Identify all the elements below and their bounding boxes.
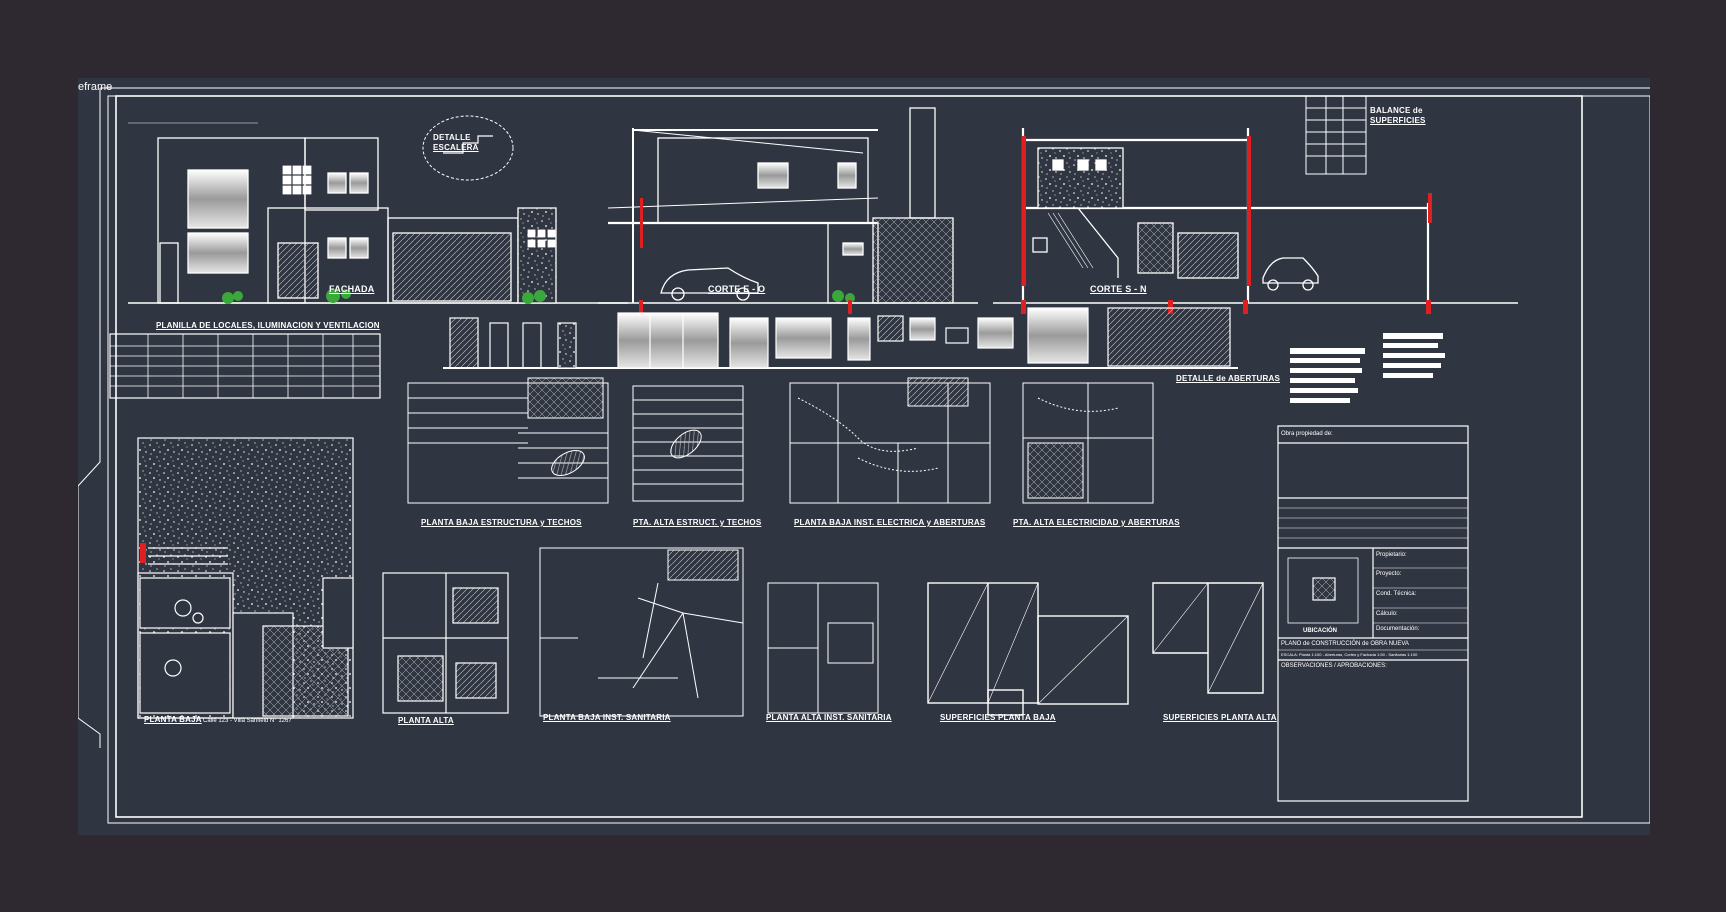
label-sup-pb: SUPERFICIES PLANTA BAJA <box>940 713 1056 722</box>
tb-observaciones: OBSERVACIONES / APROBACIONES: <box>1281 663 1387 669</box>
corte-eo-section <box>598 107 978 304</box>
frame-tag: eframe <box>78 81 113 93</box>
label-pb-sanitaria: PLANTA BAJA INST. SANITARIA <box>543 713 671 722</box>
label-detalle-escalera-1: DETALLE <box>433 133 471 142</box>
tb-cond-tecnica: Cond. Técnica: <box>1376 591 1417 597</box>
pa-sanitaria-plan <box>767 582 879 714</box>
label-pb-electrica: PLANTA BAJA INST. ELECTRICA y ABERTURAS <box>794 518 986 527</box>
label-corte-eo: CORTE E - O <box>708 284 766 294</box>
label-balance-2: SUPERFICIES <box>1370 116 1426 125</box>
tb-proyecto: Proyecto: <box>1376 571 1402 577</box>
label-detalle-aberturas: DETALLE de ABERTURAS <box>1176 374 1280 383</box>
label-pa-sanitaria: PLANTA ALTA INST. SANITARIA <box>766 713 892 722</box>
label-pa-estructura: PTA. ALTA ESTRUCT. y TECHOS <box>633 518 762 527</box>
fachada-elevation <box>128 122 628 304</box>
label-direccion: Calle 123 - Villa Sanfield N° 1267 <box>203 718 292 724</box>
label-sup-pa: SUPERFICIES PLANTA ALTA <box>1163 713 1277 722</box>
tb-plano: PLANO de CONSTRUCCIÓN de OBRA NUEVA <box>1281 641 1409 647</box>
tb-calculo: Cálculo: <box>1376 611 1398 617</box>
label-planilla: PLANILLA DE LOCALES, ILUMINACION Y VENTI… <box>156 321 380 330</box>
pa-electrica-plan <box>1022 382 1154 504</box>
tb-propietario: Propietario: <box>1376 552 1407 558</box>
label-balance-1: BALANCE de <box>1370 106 1423 115</box>
label-corte-sn: CORTE S - N <box>1090 284 1147 294</box>
sup-pa-plan <box>1152 582 1264 694</box>
sup-pb-plan <box>927 582 1129 716</box>
pa-estructura-plan <box>632 385 744 502</box>
balance-table <box>1305 95 1367 175</box>
cad-drawing <box>78 87 1650 824</box>
pb-sanitaria-plan <box>539 547 744 717</box>
label-fachada: FACHADA <box>329 284 375 294</box>
pb-electrica-plan <box>789 377 991 504</box>
aberturas-row <box>443 307 1238 369</box>
drawing-sheet: eframe <box>78 78 1650 835</box>
label-pa-electrica: PTA. ALTA ELECTRICIDAD y ABERTURAS <box>1013 518 1180 527</box>
tb-escala: ESCALA: Planta 1:100 - Aberturas, Cortes… <box>1281 652 1418 657</box>
label-planta-baja: PLANTA BAJA <box>144 715 202 724</box>
planta-alta-plan <box>382 572 509 714</box>
label-pb-estructura: PLANTA BAJA ESTRUCTURA y TECHOS <box>421 518 582 527</box>
label-detalle-escalera-2: ESCALERA <box>433 143 479 152</box>
corte-sn-section <box>993 128 1518 304</box>
planilla-table <box>109 333 381 399</box>
title-block <box>1277 425 1469 802</box>
tb-obra: Obra propiedad de: <box>1281 431 1333 437</box>
label-planta-alta: PLANTA ALTA <box>398 716 454 725</box>
planta-baja-plan <box>137 437 354 719</box>
tb-ubicacion: UBICACIÓN <box>1303 628 1337 634</box>
tb-documentacion: Documentación: <box>1376 626 1420 632</box>
pb-estructura-plan <box>407 377 609 504</box>
